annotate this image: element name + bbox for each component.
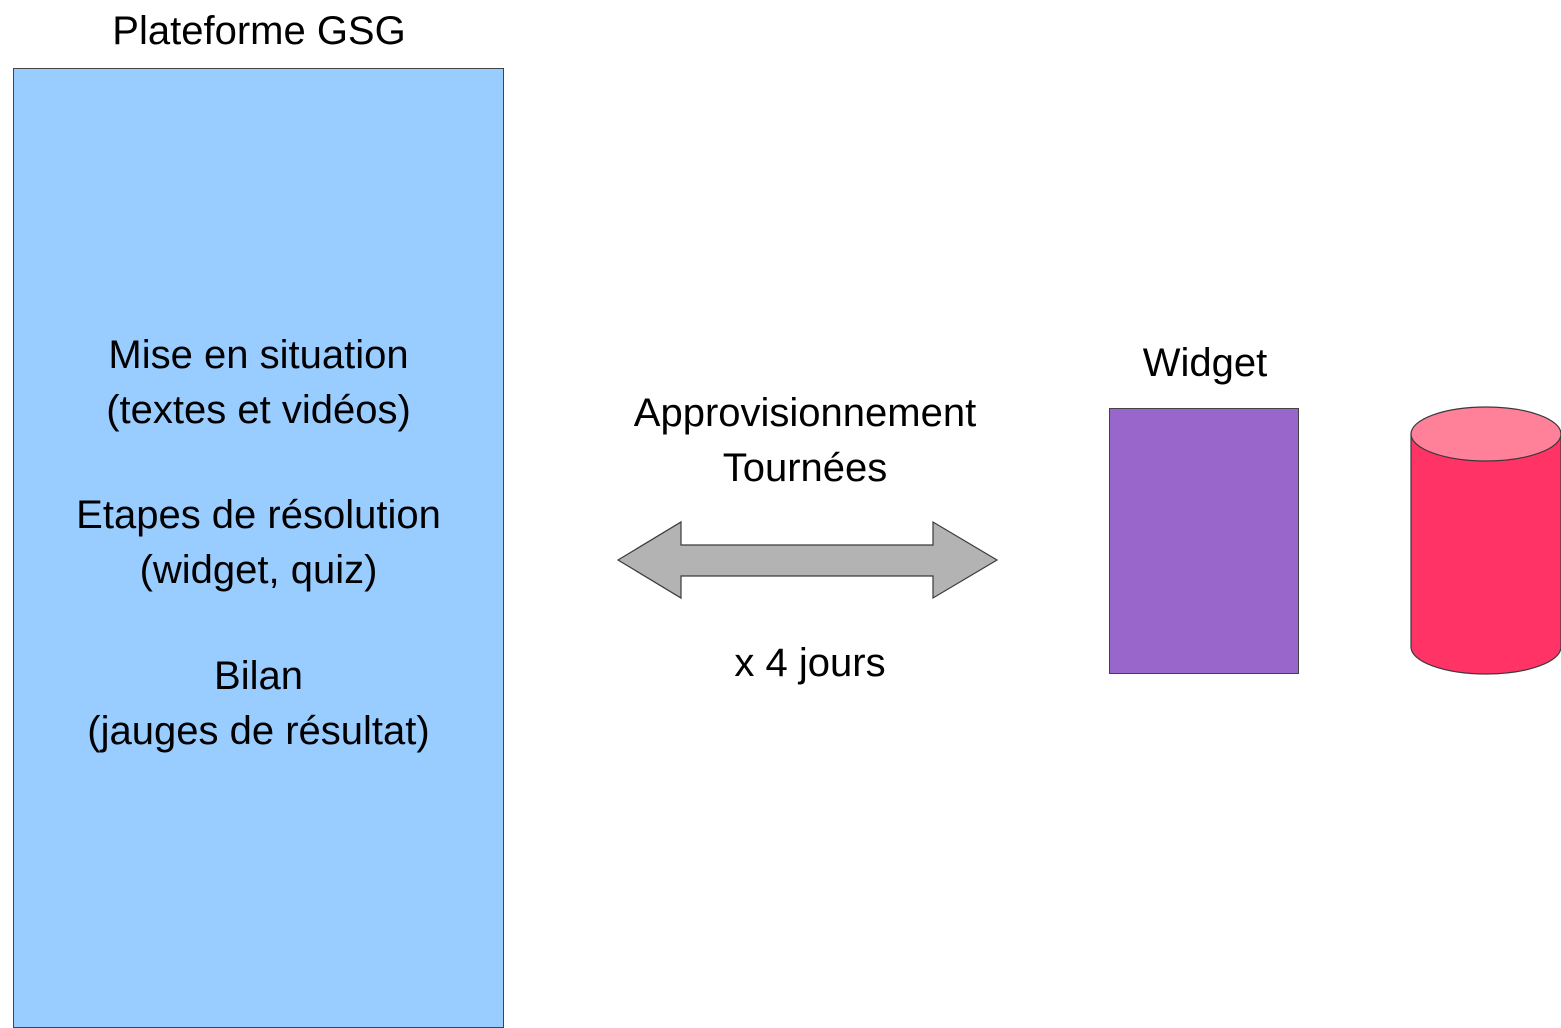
section-bilan: Bilan (jauges de résultat) <box>14 649 503 759</box>
widget-title: Widget <box>1142 341 1268 385</box>
database-icon <box>1410 406 1561 675</box>
flow-label-line1: Approvisionnement <box>633 391 977 435</box>
flow-label-line2: Tournées <box>722 446 888 490</box>
section-title: Etapes de résolution <box>76 493 441 537</box>
double-arrow <box>616 520 999 600</box>
section-detail: (widget, quiz) <box>139 548 378 592</box>
section-detail: (jauges de résultat) <box>87 709 430 753</box>
section-etapes-de-resolution: Etapes de résolution (widget, quiz) <box>14 488 503 598</box>
widget-box <box>1109 408 1299 674</box>
section-title: Bilan <box>214 654 303 698</box>
section-mise-en-situation: Mise en situation (textes et vidéos) <box>14 328 503 438</box>
section-title: Mise en situation <box>108 333 409 377</box>
repeat-label: x 4 jours <box>734 641 886 685</box>
flow-label: Approvisionnement Tournées <box>585 386 1025 496</box>
section-detail: (textes et vidéos) <box>106 388 411 432</box>
platform-title: Plateforme GSG <box>112 9 406 53</box>
platform-box: Mise en situation (textes et vidéos) Eta… <box>13 68 504 1028</box>
